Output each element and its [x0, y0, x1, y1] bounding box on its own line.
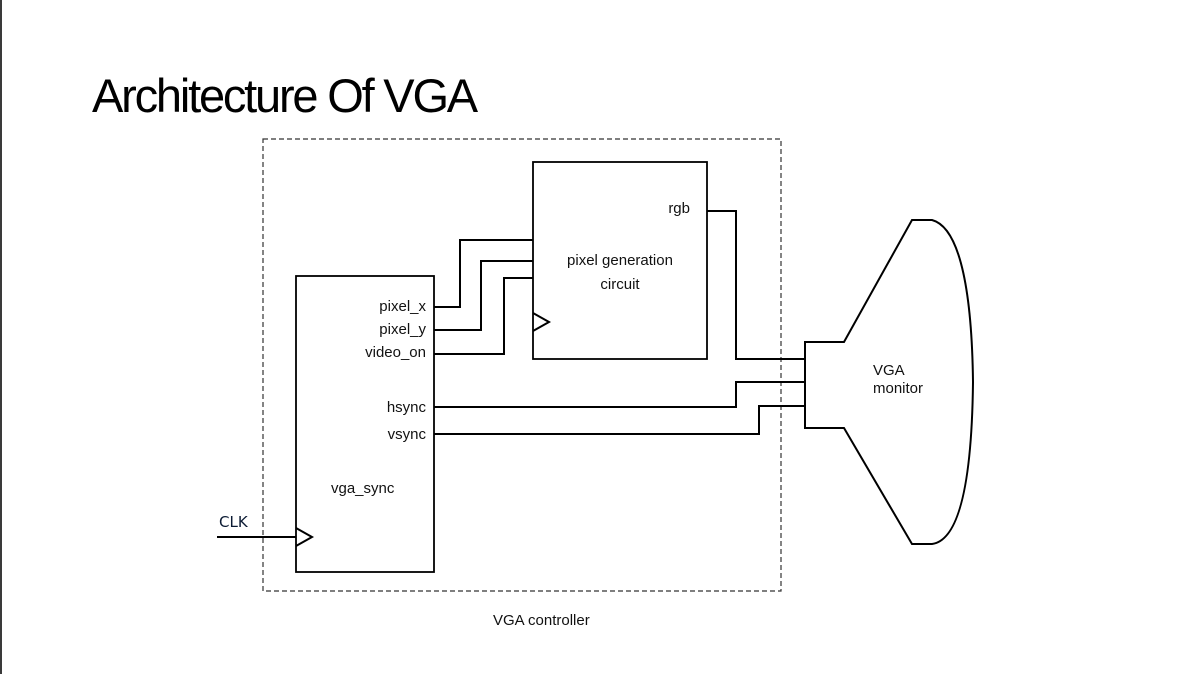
slide-left-border: [0, 0, 2, 674]
slide-title: Architecture Of VGA: [92, 69, 478, 122]
clk-label: CLK: [219, 513, 249, 531]
port-hsync-label: hsync: [387, 399, 427, 416]
pixel-generation-name-line2: circuit: [600, 276, 640, 293]
vga-monitor-label-line1: VGA: [873, 362, 905, 379]
wire-rgb: [707, 210, 805, 360]
vga-sync-clock-triangle-icon: [295, 527, 315, 547]
pixel-generation-block: rgb pixel generation circuit: [532, 161, 708, 360]
pixel-generation-clock-triangle-icon: [532, 312, 552, 332]
wire-vsync: [434, 405, 805, 435]
port-rgb-label: rgb: [668, 200, 690, 217]
port-vsync-label: vsync: [388, 426, 427, 443]
pixel-generation-name-line1: pixel generation: [567, 252, 673, 269]
port-pixel-x-label: pixel_x: [379, 298, 426, 315]
vga-sync-block: pixel_x pixel_y video_on hsync vsync vga…: [295, 275, 435, 573]
pixel-generation-box: [532, 161, 708, 360]
wire-hsync: [434, 381, 805, 408]
wire-pixel-y: [434, 260, 533, 331]
vga-sync-name: vga_sync: [331, 480, 395, 497]
wire-video-on: [434, 277, 533, 355]
port-pixel-y-label: pixel_y: [379, 321, 426, 338]
vga-sync-box: [295, 275, 435, 573]
vga-monitor-label-line2: monitor: [873, 380, 923, 397]
vga-monitor: VGA monitor: [804, 219, 975, 545]
port-video-on-label: video_on: [365, 344, 426, 361]
wire-pixel-x: [434, 239, 533, 308]
vga-controller-label: VGA controller: [493, 612, 590, 629]
vga-controller-boundary: [262, 138, 782, 592]
vga-monitor-icon: [804, 219, 975, 545]
